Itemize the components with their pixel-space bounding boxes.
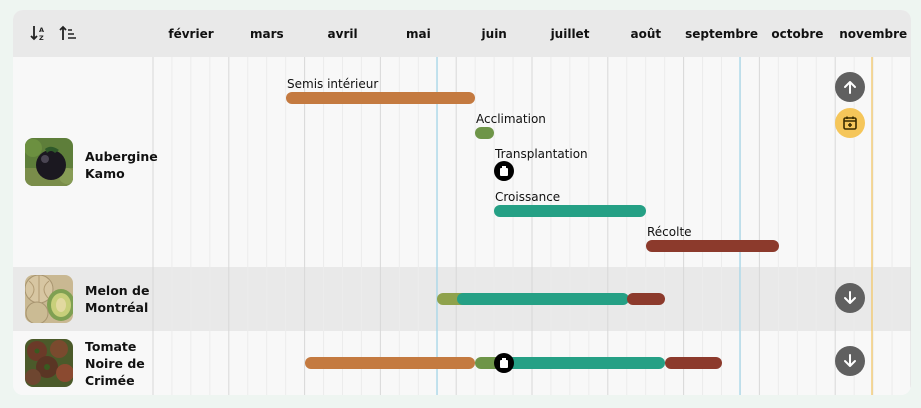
phase-bar-semis[interactable]: [305, 357, 475, 369]
phase-label-transplantation: Transplantation: [495, 147, 588, 161]
add-calendar-button[interactable]: [835, 108, 865, 138]
plant-name-line: Aubergine: [85, 149, 158, 164]
phase-bar-recolte[interactable]: [646, 240, 779, 252]
month-label: octobre: [771, 27, 824, 41]
month-label: août: [630, 27, 662, 41]
plant-name-line: Montréal: [85, 300, 149, 315]
phase-label-recolte: Récolte: [647, 225, 692, 239]
phase-label-acclimation: Acclimation: [476, 112, 546, 126]
phase-bar-croissance[interactable]: [494, 205, 646, 217]
transplant-marker[interactable]: [494, 161, 514, 181]
move-up-button[interactable]: [835, 72, 865, 102]
phase-bar-recolte[interactable]: [627, 293, 665, 305]
sort-alpha-icon[interactable]: A Z: [30, 24, 48, 42]
aubergine-thumbnail: [25, 138, 73, 186]
calendar-add-icon: [843, 116, 857, 130]
month-label: mars: [249, 27, 284, 41]
garden-calendar-panel: A Z février mars avril mai juin juillet août se…: [13, 10, 911, 395]
plant-name-line: Crimée: [85, 373, 135, 388]
month-label: mai: [406, 27, 431, 41]
transplant-marker[interactable]: [494, 353, 514, 373]
phase-label-croissance: Croissance: [495, 190, 561, 204]
month-label: juin: [481, 27, 507, 41]
move-down-button[interactable]: [835, 283, 865, 313]
phase-label-semis: Semis intérieur: [287, 77, 379, 91]
month-label: novembre: [839, 27, 908, 41]
svg-text:Z: Z: [39, 34, 44, 42]
shovel-icon: [500, 358, 508, 368]
plant-name-line: Noire de: [85, 356, 145, 371]
phase-bar-croissance[interactable]: [503, 357, 665, 369]
sort-numeric-icon[interactable]: [59, 24, 77, 42]
month-label: février: [168, 27, 214, 41]
month-label: juillet: [550, 27, 590, 41]
month-label: septembre: [685, 27, 759, 41]
arrow-up-icon: [844, 81, 856, 94]
month-label: avril: [327, 27, 358, 41]
tomate-thumbnail: [25, 339, 73, 387]
plant-name-line: Tomate: [85, 339, 137, 354]
timeline-header: A Z février mars avril mai juin juillet août se…: [13, 10, 911, 57]
arrow-down-icon: [844, 354, 856, 367]
plant-name-line: Kamo: [85, 166, 125, 181]
plant-name-melon: Melon de Montréal: [85, 282, 157, 316]
plant-name-aubergine: Aubergine Kamo: [85, 148, 158, 182]
shovel-icon: [500, 166, 508, 176]
svg-text:A: A: [39, 26, 44, 34]
phase-bar-semis[interactable]: [286, 92, 475, 104]
phase-bar-croissance[interactable]: [457, 293, 629, 305]
move-down-button[interactable]: [835, 346, 865, 376]
phase-bar-recolte[interactable]: [665, 357, 722, 369]
plant-name-line: Melon de: [85, 283, 150, 298]
arrow-down-icon: [844, 291, 856, 304]
phase-bar-acclimation[interactable]: [475, 127, 494, 139]
melon-thumbnail: [25, 275, 73, 323]
plant-name-tomate: Tomate Noire de Crimée: [85, 338, 157, 389]
